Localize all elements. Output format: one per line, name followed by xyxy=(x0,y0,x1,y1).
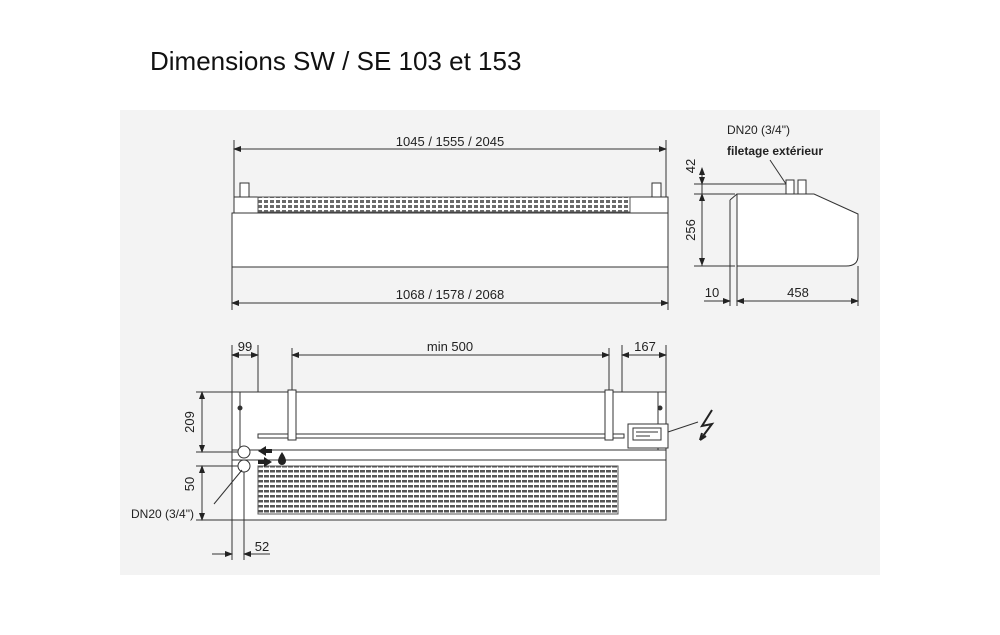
thread-label: filetage extérieur xyxy=(727,144,823,158)
side-view xyxy=(694,159,859,306)
height-body-label: 256 xyxy=(683,219,698,241)
span-label: min 500 xyxy=(427,339,473,354)
left-margin-label: 99 xyxy=(238,339,252,354)
height-top-label: 42 xyxy=(683,159,698,173)
right-margin-label: 167 xyxy=(634,339,656,354)
page-title: Dimensions SW / SE 103 et 153 xyxy=(150,46,522,76)
front-view xyxy=(231,140,669,310)
vertical-upper-label: 209 xyxy=(182,411,197,433)
bottom-offset-label: 52 xyxy=(255,539,269,554)
back-view xyxy=(196,345,699,560)
bottom-width-label: 1068 / 1578 / 2068 xyxy=(396,287,504,302)
side-pipe-label: DN20 (3/4") xyxy=(727,123,790,137)
flow-arrows-icon xyxy=(258,446,272,467)
top-width-label: 1045 / 1555 / 2045 xyxy=(396,134,504,149)
water-drop-icon xyxy=(278,452,286,465)
vertical-lower-label: 50 xyxy=(182,477,197,491)
offset-label: 10 xyxy=(705,285,719,300)
depth-label: 458 xyxy=(787,285,809,300)
lightning-icon xyxy=(699,409,715,441)
back-pipe-label: DN20 (3/4") xyxy=(131,507,194,521)
